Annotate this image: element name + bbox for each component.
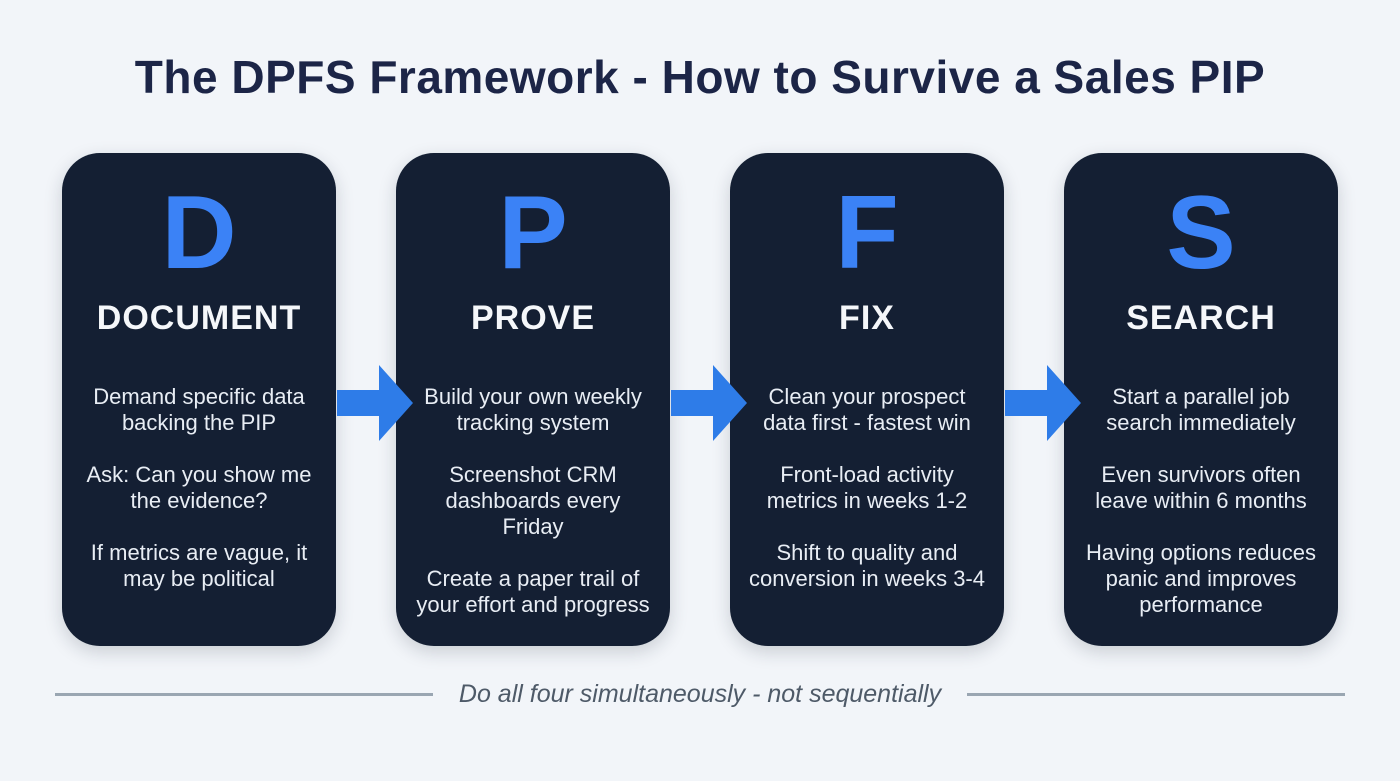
card-title: FIX <box>839 299 895 337</box>
card-point: Front-load activity metrics in weeks 1-2 <box>766 461 968 513</box>
card-title: DOCUMENT <box>96 299 302 337</box>
card-point: Start a parallel job search immediately <box>1106 384 1296 435</box>
card-fix: F FIX Clean your prospect data first - f… <box>730 153 1004 646</box>
card-title: SEARCH <box>1126 299 1276 337</box>
arrow-right-icon <box>337 365 413 441</box>
card-point: Create a paper trail of your effort and … <box>416 565 650 617</box>
card-points: Start a parallel job search immediately … <box>1082 384 1320 618</box>
card-letter: S <box>1166 175 1236 291</box>
page-title: The DPFS Framework - How to Survive a Sa… <box>134 51 1266 103</box>
card-title: PROVE <box>470 299 596 337</box>
card-letter: F <box>835 175 899 291</box>
card-point: Ask: Can you show me the evidence? <box>86 461 312 513</box>
arrow-right-icon <box>671 365 747 441</box>
card-letter: D <box>161 175 237 291</box>
footer-divider-left <box>55 693 433 696</box>
card-point: If metrics are vague, it may be politica… <box>90 539 308 591</box>
footer-note: Do all four simultaneously - not sequent… <box>458 680 942 708</box>
footer: Do all four simultaneously - not sequent… <box>55 680 1346 709</box>
card-points: Demand specific data backing the PIP Ask… <box>80 384 318 592</box>
framework-cards-row: D DOCUMENT Demand specific data backing … <box>62 153 1338 646</box>
card-letter: P <box>498 175 568 291</box>
card-search: S SEARCH Start a parallel job search imm… <box>1064 153 1338 646</box>
arrow-right-icon <box>1005 365 1081 441</box>
card-point: Having options reduces panic and improve… <box>1086 539 1316 617</box>
card-points: Clean your prospect data first - fastest… <box>748 384 986 592</box>
footer-divider-right <box>967 693 1346 696</box>
card-point: Even survivors often leave within 6 mont… <box>1095 461 1307 513</box>
card-document: D DOCUMENT Demand specific data backing … <box>62 153 336 646</box>
card-point: Screenshot CRM dashboards every Friday <box>445 461 621 539</box>
card-prove: P PROVE Build your own weekly tracking s… <box>396 153 670 646</box>
card-points: Build your own weekly tracking system Sc… <box>414 384 652 618</box>
card-point: Demand specific data backing the PIP <box>93 384 305 435</box>
card-point: Build your own weekly tracking system <box>424 384 642 435</box>
card-point: Clean your prospect data first - fastest… <box>763 384 971 435</box>
card-point: Shift to quality and conversion in weeks… <box>748 539 985 591</box>
